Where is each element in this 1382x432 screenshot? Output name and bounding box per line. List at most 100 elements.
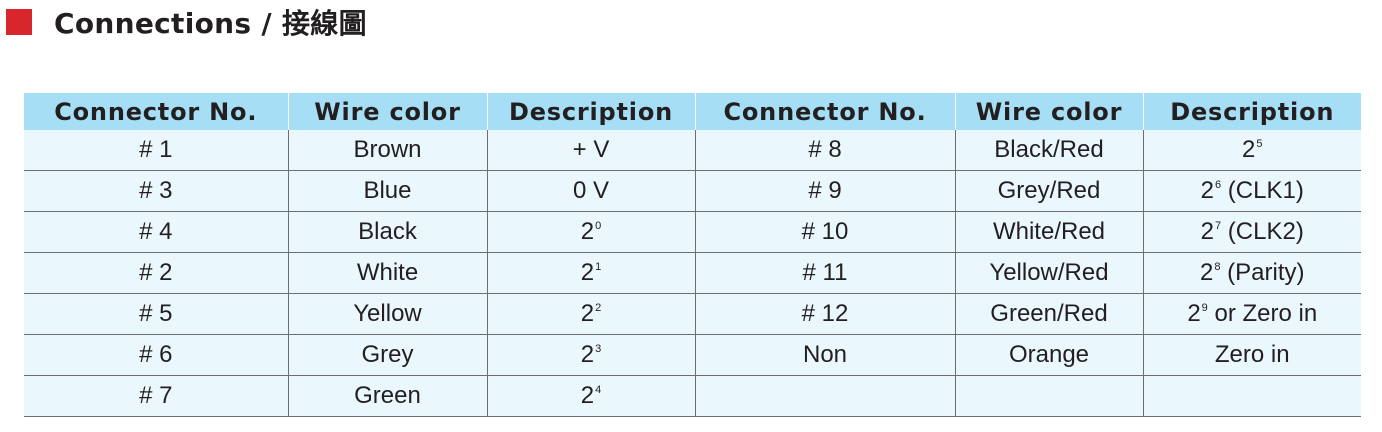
wire-color-cell-text: Black xyxy=(358,218,417,245)
header-connector-no: Connector No. xyxy=(694,93,955,130)
wire-color-cell: Black xyxy=(287,211,487,253)
connector-cell: # 3 xyxy=(24,170,288,212)
wire-color-cell: Green/Red xyxy=(954,293,1143,335)
description-cell: Zero in xyxy=(1142,334,1361,376)
description-exponent: 9 xyxy=(1201,302,1208,314)
header-description: Description xyxy=(1142,93,1361,130)
description-cell: 26 (CLK1) xyxy=(1142,170,1361,212)
wire-color-cell: Black/Red xyxy=(954,130,1143,171)
description-base: 2 xyxy=(1242,136,1256,163)
connector-cell-text: # 11 xyxy=(802,259,848,286)
connector-cell: # 2 xyxy=(24,252,288,294)
table-row: # 6 Grey 23 Non Orange Zero in xyxy=(24,334,1361,376)
wire-color-cell: Blue xyxy=(287,170,487,212)
wire-color-cell-text: Green xyxy=(354,382,421,409)
connector-cell-text: Non xyxy=(802,341,848,368)
wire-color-cell-text: Black/Red xyxy=(994,136,1104,163)
wire-color-cell: White/Red xyxy=(954,211,1143,253)
connector-cell-text: # 7 xyxy=(139,382,173,409)
description-cell: 0 V xyxy=(486,170,695,212)
description-base: 2 xyxy=(1200,218,1215,245)
description-cell: 24 xyxy=(486,375,695,417)
description-cell xyxy=(1142,375,1361,417)
description-exponent: 7 xyxy=(1215,220,1222,232)
connector-cell-text: # 3 xyxy=(139,177,173,204)
description-base: 2 xyxy=(1200,259,1214,286)
connector-cell: # 5 xyxy=(24,293,288,335)
wire-color-cell: Yellow xyxy=(287,293,487,335)
description-cell: 21 xyxy=(486,252,695,294)
description-base: 2 xyxy=(580,382,595,409)
header-wire-color: Wire color xyxy=(954,93,1143,130)
connector-cell-text: # 1 xyxy=(139,136,173,163)
description-base: 2 xyxy=(580,218,595,245)
description-base: 2 xyxy=(580,300,595,327)
connections-table-container: Connector No. Wire color Description Con… xyxy=(24,93,1361,417)
connector-cell: # 6 xyxy=(24,334,288,376)
description-base: 2 xyxy=(1187,300,1201,327)
description-cell: 22 xyxy=(486,293,695,335)
description-text: 0 V xyxy=(572,177,610,204)
description-cell: + V xyxy=(486,130,695,171)
header-wire-color: Wire color xyxy=(287,93,487,130)
connector-cell: # 7 xyxy=(24,375,288,417)
table-row: # 3 Blue 0 V # 9 Grey/Red 26 (CLK1) xyxy=(24,170,1361,212)
description-cell: 29 or Zero in xyxy=(1142,293,1361,335)
wire-color-cell: White xyxy=(287,252,487,294)
description-exponent: 5 xyxy=(1256,138,1263,150)
connector-cell: # 9 xyxy=(694,170,955,212)
connector-cell: # 8 xyxy=(694,130,955,171)
table-row: # 1 Brown + V # 8 Black/Red 25 xyxy=(24,130,1361,171)
description-cell: 23 xyxy=(486,334,695,376)
connector-cell: # 1 xyxy=(24,130,288,171)
wire-color-cell-text: Grey xyxy=(361,341,414,368)
description-base: 2 xyxy=(1200,177,1215,204)
description-exponent: 4 xyxy=(595,384,602,396)
description-text: Zero in xyxy=(1214,341,1290,368)
description-text: + V xyxy=(572,136,610,163)
connector-cell: # 4 xyxy=(24,211,288,253)
wire-color-cell: Yellow/Red xyxy=(954,252,1143,294)
wire-color-cell: Grey xyxy=(287,334,487,376)
wire-color-cell-text: Yellow xyxy=(353,300,422,327)
red-square-icon xyxy=(6,9,32,35)
wire-color-cell-text: White/Red xyxy=(992,218,1106,245)
header-description: Description xyxy=(486,93,695,130)
description-suffix: (Parity) xyxy=(1220,259,1305,286)
connector-cell xyxy=(694,375,955,417)
connector-cell-text: # 12 xyxy=(801,300,849,327)
connector-cell: Non xyxy=(694,334,955,376)
description-base: 2 xyxy=(580,341,595,368)
description-suffix: (CLK2) xyxy=(1221,218,1304,245)
wire-color-cell xyxy=(954,375,1143,417)
connections-table: Connector No. Wire color Description Con… xyxy=(24,93,1361,417)
connector-cell-text: # 5 xyxy=(139,300,173,327)
wire-color-cell: Green xyxy=(287,375,487,417)
section-title: Connections / 接線圖 xyxy=(54,7,367,40)
description-suffix: (CLK1) xyxy=(1221,177,1304,204)
description-cell: 20 xyxy=(486,211,695,253)
header-connector-no: Connector No. xyxy=(24,93,288,130)
wire-color-cell: Brown xyxy=(287,130,487,171)
table-row: # 7 Green 24 xyxy=(24,375,1361,417)
description-base: 2 xyxy=(580,259,595,286)
wire-color-cell-text: Grey/Red xyxy=(997,177,1101,204)
wire-color-cell: Grey/Red xyxy=(954,170,1143,212)
connector-cell-text: # 8 xyxy=(808,136,842,163)
description-cell: 27 (CLK2) xyxy=(1142,211,1361,253)
description-suffix: or Zero in xyxy=(1207,300,1318,327)
description-exponent: 2 xyxy=(595,302,602,314)
description-exponent: 6 xyxy=(1215,179,1222,191)
table-header-row: Connector No. Wire color Description Con… xyxy=(24,93,1361,130)
connector-cell-text: # 2 xyxy=(139,259,173,286)
description-exponent: 3 xyxy=(595,343,602,355)
wire-color-cell-text: Yellow/Red xyxy=(989,259,1109,286)
wire-color-cell-text: Orange xyxy=(1008,341,1090,368)
section-header: Connections / 接線圖 xyxy=(6,0,367,44)
connector-cell-text: # 10 xyxy=(801,218,849,245)
description-cell: 28 (Parity) xyxy=(1142,252,1361,294)
